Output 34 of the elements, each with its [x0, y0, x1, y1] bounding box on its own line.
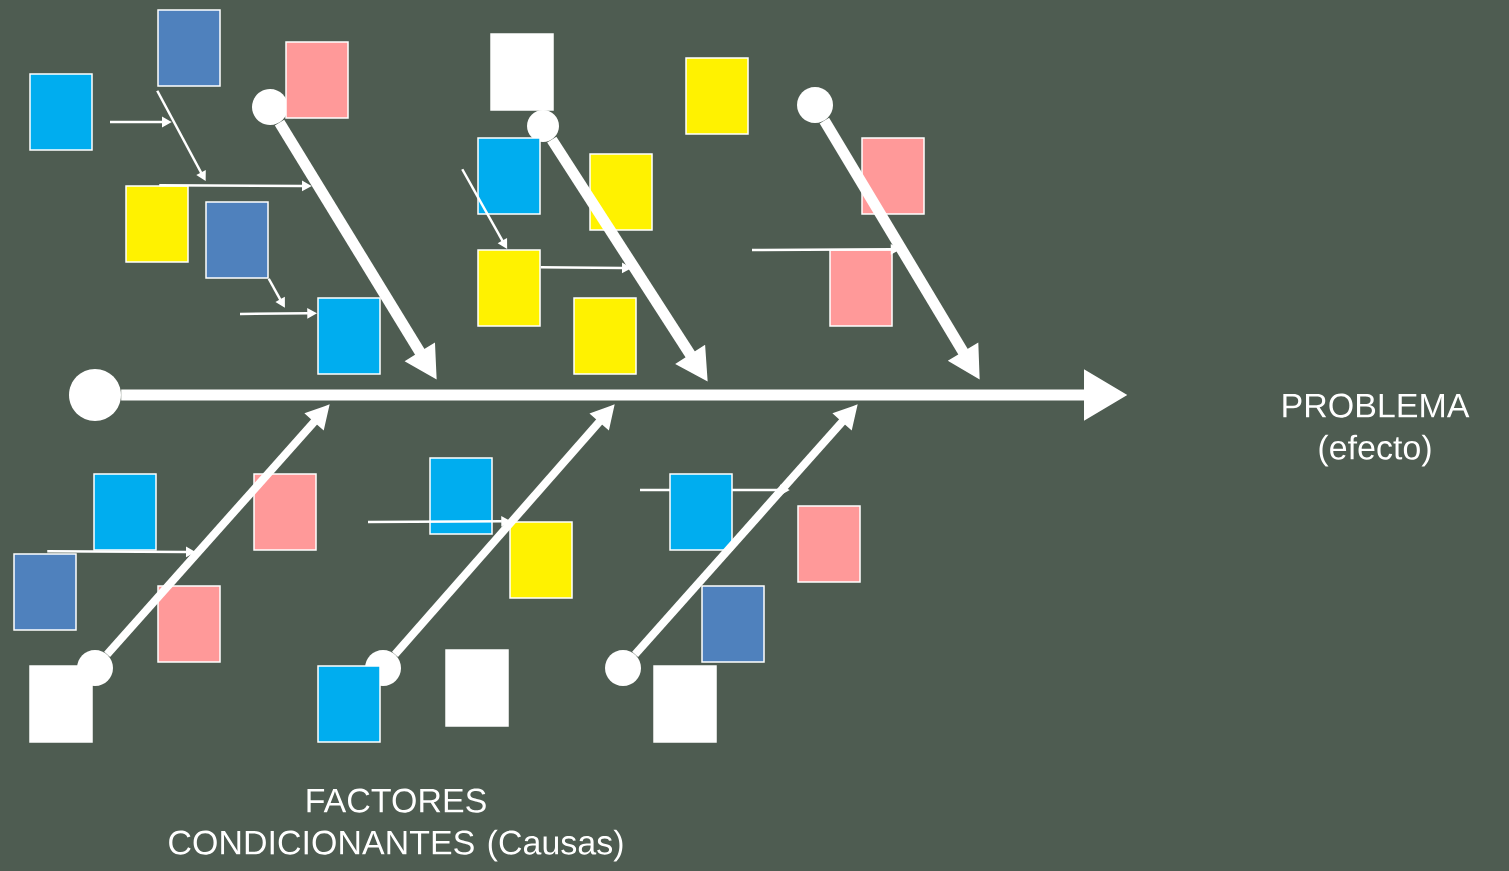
sticky-note [317, 297, 381, 375]
bone-dot [252, 89, 288, 125]
sticky-note [477, 137, 541, 215]
sticky-note [93, 473, 157, 551]
sticky-note [861, 137, 925, 215]
sticky-note [829, 249, 893, 327]
sticky-note [685, 57, 749, 135]
sticky-note [797, 505, 861, 583]
sticky-note [490, 33, 554, 111]
bone-dot [605, 650, 641, 686]
sticky-note [285, 41, 349, 119]
sticky-note [253, 473, 317, 551]
bone-dot [527, 110, 559, 142]
effect-label: PROBLEMA (efecto) [1283, 393, 1470, 467]
cause-caption: FACTORES CONDICIONANTES (Causas) [169, 788, 623, 862]
sticky-note [509, 521, 573, 599]
sticky-note [429, 457, 493, 535]
sticky-note [317, 665, 381, 743]
sticky-note [157, 9, 221, 87]
bone-dot [797, 87, 833, 123]
sticky-note [589, 153, 653, 231]
bone-dot [69, 369, 121, 421]
sticky-note [477, 249, 541, 327]
sticky-note [205, 201, 269, 279]
sticky-note [573, 297, 637, 375]
sticky-note [13, 553, 77, 631]
sticky-note [653, 665, 717, 743]
sticky-note [669, 473, 733, 551]
sticky-note [701, 585, 765, 663]
sticky-note [29, 665, 93, 743]
sticky-note [125, 185, 189, 263]
sticky-note [445, 649, 509, 727]
sticky-note [157, 585, 221, 663]
sticky-note [29, 73, 93, 151]
